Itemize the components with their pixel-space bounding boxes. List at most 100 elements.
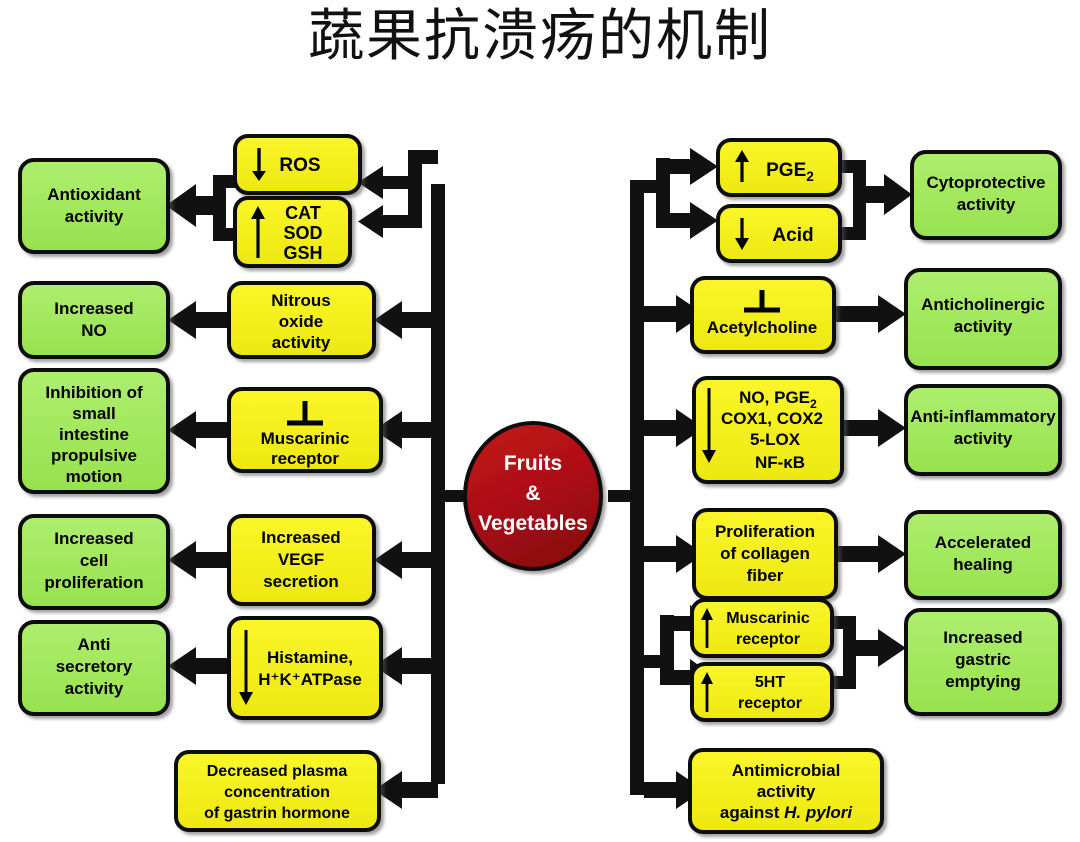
vegf-line3: secretion — [263, 572, 339, 591]
cytoprotective-line1: Cytoprotective — [926, 173, 1045, 192]
box-nitrous-oxide-activity[interactable]: Nitrous oxide activity — [227, 281, 376, 359]
antimicrobial-line2: activity — [757, 782, 816, 801]
arrow-to-accelerated-healing — [828, 535, 906, 573]
inhibition-line3: intestine — [59, 425, 129, 444]
arrow-to-increased-no — [168, 301, 227, 339]
arrow-to-inhibition-small-intestine — [168, 411, 227, 449]
anticholinergic-line1: Anticholinergic — [921, 295, 1045, 314]
arrow-to-cat-sod-gsh — [358, 205, 422, 238]
vegf-line2: VEGF — [278, 550, 324, 569]
box-increased-no[interactable]: Increased NO — [18, 281, 170, 359]
gastric-emptying-line2: gastric — [955, 650, 1011, 669]
center-node-fruits-vegetables[interactable]: Fruits & Vegetables — [463, 421, 603, 571]
inhibition-line1: Inhibition of — [45, 383, 143, 402]
box-accelerated-healing[interactable]: Accelerated healing — [904, 510, 1062, 600]
box-increased-gastric-emptying[interactable]: Increased gastric emptying — [904, 608, 1062, 716]
gastric-emptying-line1: Increased — [943, 628, 1022, 647]
box-increased-vegf-secretion[interactable]: Increased VEGF secretion — [227, 514, 376, 606]
box-pge2[interactable]: PGE2 — [716, 138, 842, 197]
right-top-fork-in — [630, 180, 660, 193]
box-acetylcholine[interactable]: Acetylcholine — [690, 276, 836, 354]
arrow-to-antioxidant-activity — [166, 184, 226, 227]
arrow-to-anti-secretory-activity — [168, 647, 227, 685]
box-muscarinic-receptor-inhibit[interactable]: Muscarinic receptor — [227, 387, 383, 473]
increased-no-line2: NO — [81, 321, 107, 340]
up-arrow-icon — [735, 150, 749, 182]
musc-up-line2: receptor — [736, 631, 800, 648]
anti-secretory-line1: Anti — [77, 635, 110, 654]
gastric-emptying-line3: emptying — [945, 672, 1021, 691]
arrow-to-no-pge2-cox — [644, 409, 704, 447]
gsh-line: GSH — [283, 243, 322, 263]
anti-inflammatory-line1: Anti-inflammatory — [910, 407, 1056, 426]
box-anti-inflammatory-activity[interactable]: Anti-inflammatory activity — [904, 384, 1062, 476]
down-arrow-icon-tall — [239, 630, 253, 705]
acid-label: Acid — [772, 225, 813, 246]
up-arrow-icon — [701, 608, 713, 648]
box-histamine-hk-atpase[interactable]: Histamine, H⁺K⁺ATPase — [227, 616, 383, 720]
box-antioxidant-activity[interactable]: Antioxidant activity — [18, 158, 170, 254]
inhibition-tee-icon — [744, 290, 780, 313]
anti-secretory-line3: activity — [65, 679, 124, 698]
fiveht-line2: receptor — [738, 695, 802, 712]
vegf-line1: Increased — [261, 528, 340, 547]
anti-secretory-line2: secretory — [56, 657, 133, 676]
inhibition-line2: small — [72, 404, 115, 423]
cell-prolif-line3: proliferation — [44, 573, 143, 592]
nitrous-line3: activity — [272, 333, 331, 352]
right-lower-fork-in — [644, 655, 666, 668]
accelerated-healing-line1: Accelerated — [935, 533, 1031, 552]
box-5ht-receptor[interactable]: 5HT receptor — [690, 662, 834, 722]
increased-no-line1: Increased — [54, 299, 133, 318]
collagen-line1: Proliferation — [715, 522, 815, 541]
right-top-fork-vertical — [656, 158, 670, 228]
arrow-to-cytoprotective-activity — [860, 174, 912, 215]
box-cytoprotective-activity[interactable]: Cytoprotective activity — [910, 150, 1062, 240]
cell-prolif-line1: Increased — [54, 529, 133, 548]
arrow-to-anticholinergic-activity — [834, 295, 906, 333]
arrow-to-muscarinic-receptor — [374, 411, 438, 449]
box-muscarinic-receptor-up[interactable]: Muscarinic receptor — [690, 598, 834, 658]
box-inhibition-small-intestine[interactable]: Inhibition of small intestine propulsive… — [18, 368, 170, 494]
box-acid[interactable]: Acid — [716, 204, 842, 263]
histamine-line2: H⁺K⁺ATPase — [258, 670, 362, 689]
arrow-to-acetylcholine — [644, 295, 704, 333]
no-pge2-line4: NF-κB — [755, 453, 805, 472]
accelerated-healing-line2: healing — [953, 555, 1013, 574]
box-anticholinergic-activity[interactable]: Anticholinergic activity — [904, 268, 1062, 370]
antimicrobial-line3: against H. pylori — [720, 803, 854, 822]
box-antimicrobial-h-pylori[interactable]: Antimicrobial activity against H. pylori — [688, 748, 884, 834]
box-decreased-plasma-gastrin[interactable]: Decreased plasma concentration of gastri… — [174, 750, 381, 832]
pge2-label: PGE2 — [766, 160, 814, 184]
box-no-pge2-cox-lox-nfkb[interactable]: NO, PGE2 COX1, COX2 5-LOX NF-κB — [692, 376, 844, 484]
center-line3: Vegetables — [478, 512, 588, 535]
box-cat-sod-gsh[interactable]: CAT SOD GSH — [233, 196, 352, 268]
gastrin-line3: of gastrin hormone — [204, 805, 350, 822]
arrow-to-increased-vegf — [374, 541, 438, 579]
arrow-to-increased-gastric-emptying — [850, 629, 906, 667]
box-ros[interactable]: ROS — [233, 134, 362, 195]
no-pge2-line1: NO, PGE2 — [739, 388, 817, 411]
collagen-line3: fiber — [747, 566, 784, 585]
no-pge2-line3: 5-LOX — [750, 430, 801, 449]
collagen-line2: of collagen — [720, 544, 810, 563]
no-pge2-line2: COX1, COX2 — [721, 409, 823, 428]
up-arrow-icon — [251, 206, 265, 258]
box-proliferation-collagen-fiber[interactable]: Proliferation of collagen fiber — [692, 508, 838, 600]
center-line2: & — [525, 482, 540, 505]
nitrous-line2: oxide — [279, 312, 323, 331]
muscarinic-inh-line2: receptor — [271, 449, 339, 468]
gastrin-line2: concentration — [224, 784, 330, 801]
box-increased-cell-proliferation[interactable]: Increased cell proliferation — [18, 514, 170, 610]
antimicrobial-line1: Antimicrobial — [732, 761, 841, 780]
arrow-to-anti-inflammatory-activity — [844, 409, 906, 447]
arrow-to-proliferation-collagen — [644, 535, 704, 573]
right-trunk-vertical — [630, 180, 644, 795]
down-arrow-icon — [735, 218, 749, 250]
antioxidant-activity-line1: Antioxidant — [47, 185, 141, 204]
box-anti-secretory-activity[interactable]: Anti secretory activity — [18, 620, 170, 716]
antioxidant-activity-line2: activity — [65, 207, 124, 226]
musc-up-line1: Muscarinic — [726, 610, 810, 627]
